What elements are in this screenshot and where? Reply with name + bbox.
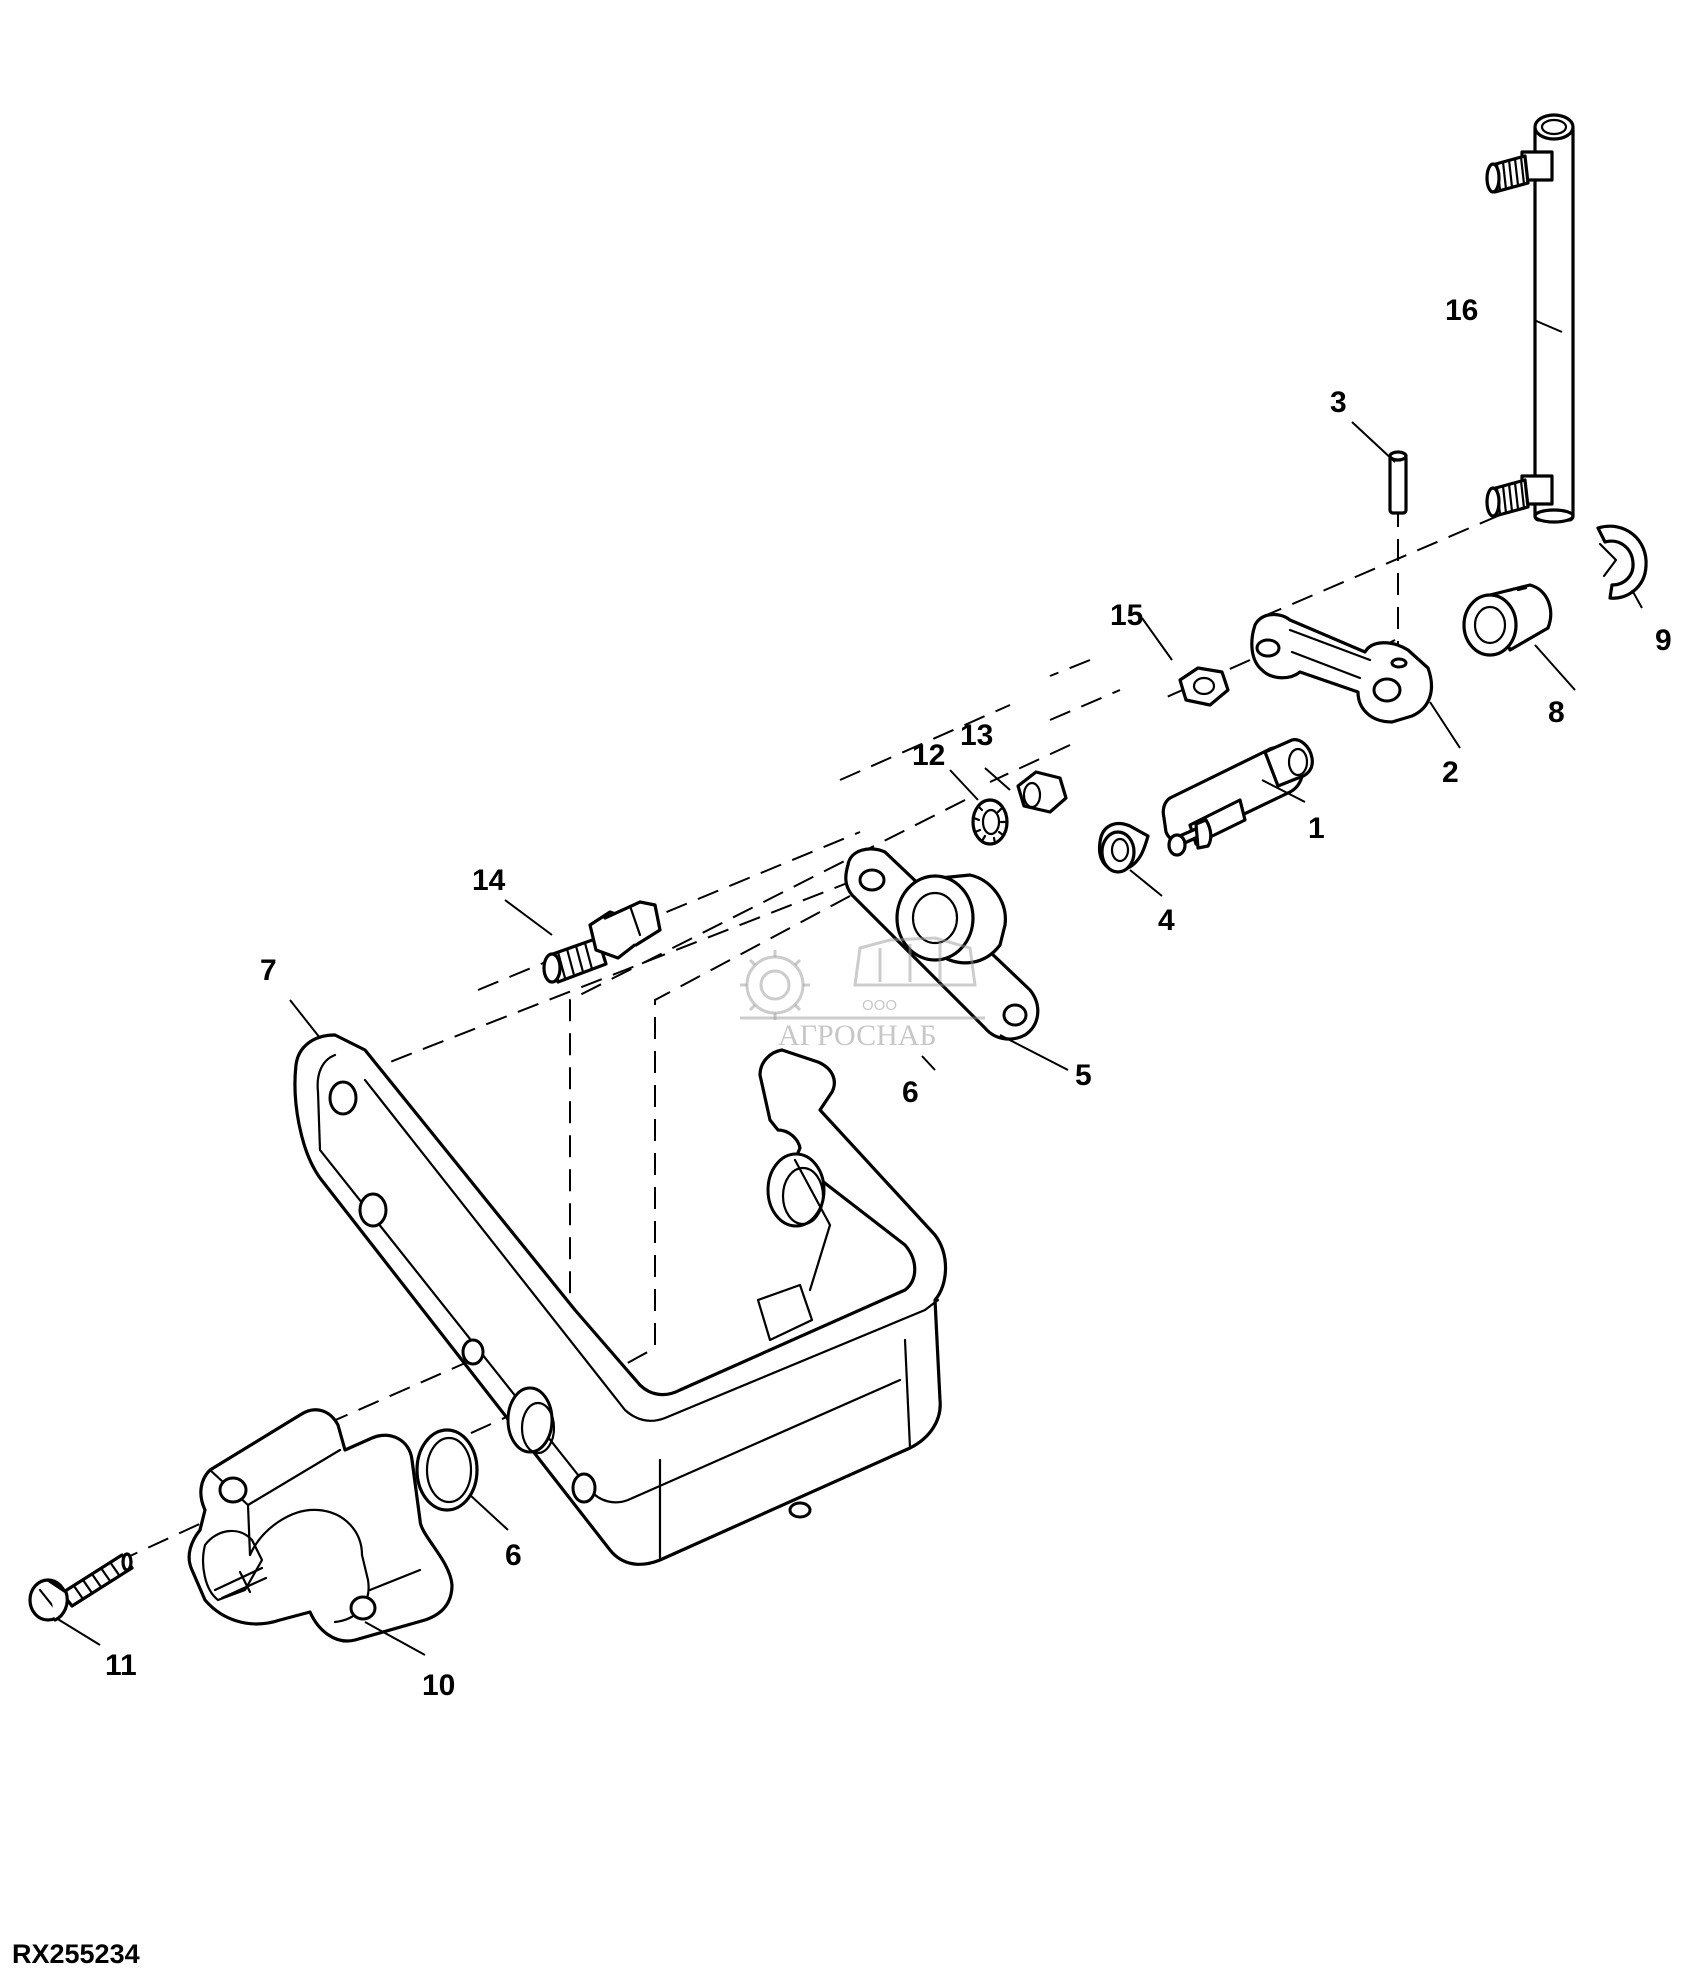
callout-3: 3 <box>1330 386 1347 419</box>
callout-2: 2 <box>1442 756 1459 789</box>
callout-15: 15 <box>1110 599 1143 632</box>
callout-5: 5 <box>1075 1059 1092 1092</box>
part-10-sensor <box>187 1408 454 1643</box>
part-11-screw <box>28 1552 134 1622</box>
callout-13: 13 <box>960 719 993 752</box>
watermark-logo: ООО АГРОСНАБ <box>740 936 985 1052</box>
part-14-bolt <box>542 900 662 984</box>
callout-10: 10 <box>422 1669 455 1702</box>
leader-lines <box>55 319 1643 1656</box>
callout-4: 4 <box>1158 904 1175 937</box>
part-1-shaft <box>1161 738 1314 857</box>
part-8-bushing <box>1462 583 1553 657</box>
part-6-o-ring <box>415 1428 479 1512</box>
figure-id-label: RX255234 <box>12 1939 140 1969</box>
callout-labels: 16 3 9 8 15 2 13 12 1 4 14 7 6 5 6 10 11 <box>105 294 1672 1702</box>
callout-14: 14 <box>472 864 506 897</box>
part-4-bushing <box>1097 821 1150 874</box>
part-16-rod <box>1485 113 1575 524</box>
part-3-pin <box>1388 450 1408 515</box>
part-2-lever <box>1250 613 1434 724</box>
callout-16: 16 <box>1445 294 1478 327</box>
part-15-nut <box>1178 666 1230 707</box>
callout-9: 9 <box>1655 624 1672 657</box>
watermark-prefix: ООО <box>862 997 897 1014</box>
part-12-lock-washer <box>971 798 1009 846</box>
callout-6-bottom: 6 <box>505 1539 522 1572</box>
watermark-company: АГРОСНАБ <box>778 1019 937 1052</box>
callout-11: 11 <box>105 1649 137 1682</box>
callout-12: 12 <box>912 739 945 772</box>
callout-6-top: 6 <box>902 1076 919 1109</box>
callout-7: 7 <box>260 954 277 987</box>
callout-8: 8 <box>1548 696 1565 729</box>
part-13-nut <box>1016 770 1068 814</box>
callout-1: 1 <box>1308 812 1325 845</box>
part-7-bracket <box>293 1033 948 1566</box>
part-9-clip <box>1596 524 1648 600</box>
